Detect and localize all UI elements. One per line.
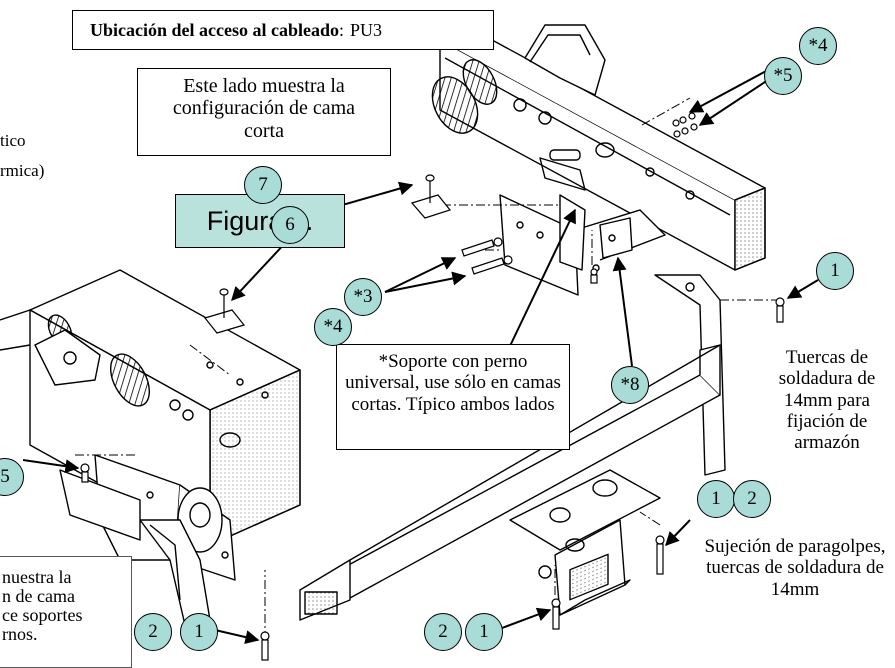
universal-bracket-note-box: *Soporte con perno universal, use sólo e… (336, 344, 570, 450)
cropped-note-bottom-left-4: rnos. (2, 624, 38, 644)
callout-6: 6 (271, 206, 309, 244)
callout-8: *8 (611, 366, 649, 404)
cropped-note-bottom-left-3: ce soportes (2, 605, 83, 625)
receiver (509, 469, 661, 616)
hardware (80, 112, 785, 661)
alignment-lines (75, 97, 780, 640)
callout-2-bottom-left: 2 (134, 613, 172, 651)
callout-2-bottom-mid: 2 (424, 613, 462, 651)
wiring-access-value: PU3 (350, 19, 383, 40)
cropped-note-bottom-left-2: n de cama (2, 586, 75, 606)
wiring-access-header: Ubicación del acceso al cableado: PU3 (72, 10, 494, 50)
universal-bracket-note: *Soporte con perno universal, use sólo e… (345, 351, 561, 415)
callout-1-bottom-left: 1 (180, 613, 218, 651)
callout-1-bumper: 1 (697, 480, 735, 518)
callout-1-frame: 1 (816, 252, 854, 290)
cropped-note-top-left-2: rmica) (0, 161, 45, 180)
cropped-note-top-left-1: tico (0, 131, 26, 150)
callout-2-bumper: 2 (733, 480, 771, 518)
callout-4-mid: *4 (314, 308, 352, 346)
short-bed-note-box: Este lado muestra la configuración de ca… (137, 68, 391, 156)
callout-5-top: *5 (764, 57, 802, 95)
upper-frame-rail (431, 24, 766, 271)
callout-7: 7 (244, 166, 282, 204)
callout-3: *3 (344, 278, 382, 316)
cropped-note-bottom-left-box: nuestra la n de cama ce soportes rnos. (0, 556, 132, 668)
callout-1-bottom-mid: 1 (465, 613, 503, 651)
callout-4-top: *4 (799, 27, 837, 65)
wiring-access-label: Ubicación del acceso al cableado (90, 19, 339, 40)
cross-tube (299, 344, 721, 621)
short-bed-note: Este lado muestra la configuración de ca… (172, 75, 356, 142)
bumper-attachment-note: Sujeción de paragolpes, tuercas de solda… (704, 536, 886, 600)
cropped-note-bottom-left-1: nuestra la (2, 567, 72, 587)
frame-weld-nuts-note: Tuercas de soldadura de 14mm para fijaci… (778, 347, 876, 454)
leader-arrows (22, 69, 819, 644)
wiring-access-separator: : (338, 19, 344, 40)
lower-frame-rail (0, 269, 301, 626)
